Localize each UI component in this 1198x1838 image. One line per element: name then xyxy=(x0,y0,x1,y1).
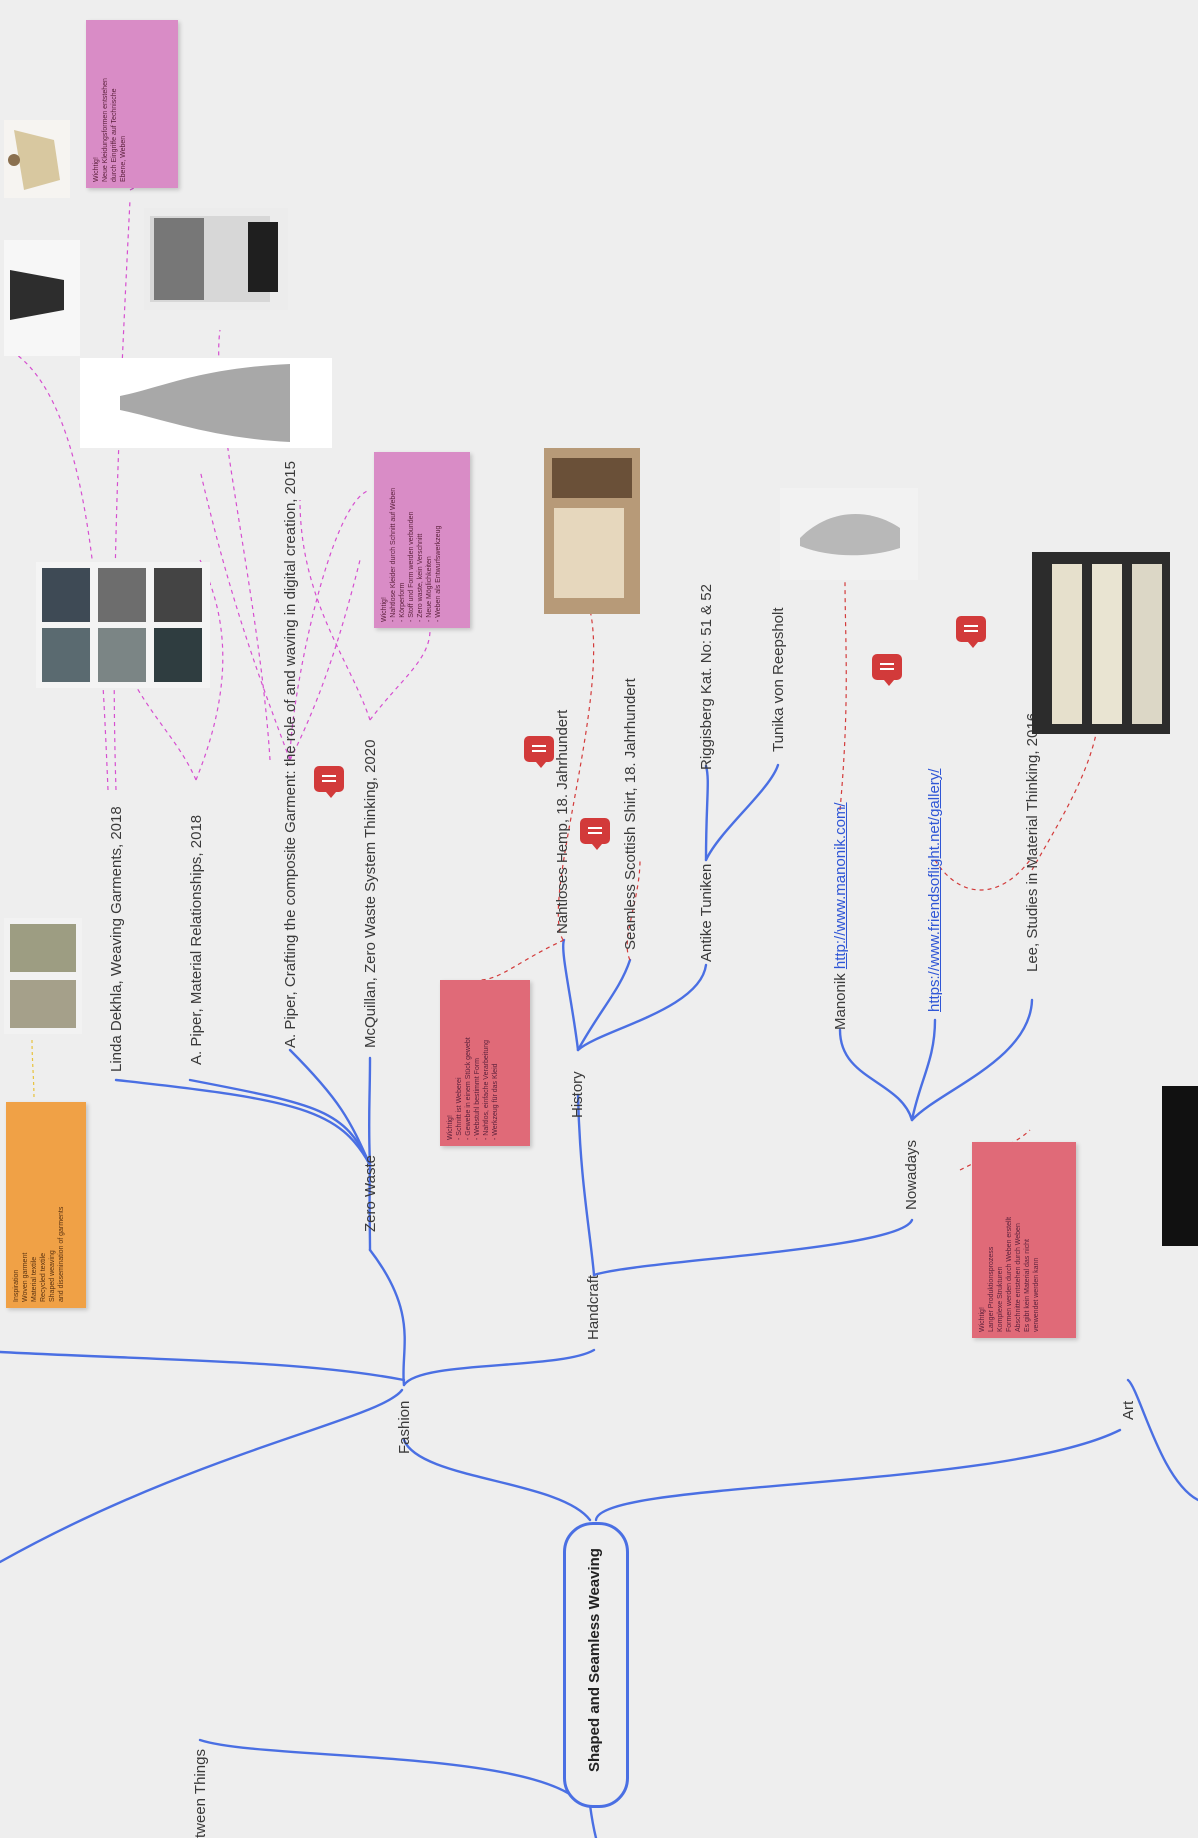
branch-zero-waste[interactable]: Zero Waste xyxy=(362,1155,379,1232)
sticky-note-text: Inspiration Woven garment Material texti… xyxy=(13,1206,65,1302)
sticky-note-text: Wichtig! Langer Produktionsprozess Kompl… xyxy=(979,1216,1040,1332)
branch-handcraft[interactable]: Handcraft xyxy=(585,1274,602,1340)
comment-icon[interactable] xyxy=(956,616,986,648)
comment-icon[interactable] xyxy=(872,654,902,686)
garment-image xyxy=(10,924,76,1028)
comment-icon[interactable] xyxy=(314,766,344,798)
photo-garment-cream[interactable] xyxy=(4,120,70,198)
garment-image xyxy=(10,270,64,320)
item-riggisberg[interactable]: Riggisberg Kat. No: 51 & 52 xyxy=(698,584,715,770)
garment-image xyxy=(800,514,900,556)
branch-nowadays[interactable]: Nowadays xyxy=(903,1139,920,1210)
photo-garment-dark[interactable] xyxy=(4,240,80,356)
sticky-note-orange[interactable]: Inspiration Woven garment Material texti… xyxy=(6,1102,86,1308)
garment-image xyxy=(8,130,60,190)
sticky-note-text: Wichtig! Neue Kleidungsformen entstehen … xyxy=(93,78,127,182)
sticky-note-text: Wichtig! - Nahtlose Kleider durch Schnit… xyxy=(381,487,442,622)
photo-dark-edge[interactable] xyxy=(1162,1086,1198,1246)
garment-image xyxy=(42,568,202,682)
photo-manonik[interactable] xyxy=(780,488,918,580)
photo-garment-grid[interactable] xyxy=(36,562,210,688)
sticky-note-red-history[interactable]: Wichtig! - Schnitt ist Weberei - Gewebe … xyxy=(440,980,530,1146)
sticky-note-pink-mid[interactable]: Wichtig! - Nahtlose Kleider durch Schnit… xyxy=(374,452,470,628)
comment-icon[interactable] xyxy=(524,736,554,768)
item-lee[interactable]: Lee, Studies in Material Thinking, 2016 xyxy=(1024,712,1041,972)
photo-knit-garment[interactable] xyxy=(144,208,288,310)
photo-lee-documents[interactable] xyxy=(1032,552,1170,734)
branch-history[interactable]: History xyxy=(569,1071,586,1118)
sticky-note-pink-top[interactable]: Wichtig! Neue Kleidungsformen entstehen … xyxy=(86,20,178,188)
comment-icon[interactable] xyxy=(580,818,610,850)
photo-long-dress[interactable] xyxy=(80,358,332,448)
friendsoflight-link[interactable]: https://www.friendsoflight.net/gallery/ xyxy=(926,768,943,1012)
item-antike-tuniken[interactable]: Antike Tuniken xyxy=(698,863,715,962)
photo-historic-loom[interactable] xyxy=(544,448,640,614)
item-piper-2018[interactable]: A. Piper, Material Relationships, 2018 xyxy=(188,814,205,1065)
item-dekhla[interactable]: Linda Dekhla, Weaving Garments, 2018 xyxy=(108,806,125,1072)
branch-art[interactable]: Art xyxy=(1120,1400,1137,1420)
root-node[interactable] xyxy=(563,1522,629,1808)
sticky-note-red-nowadays[interactable]: Wichtig! Langer Produktionsprozess Kompl… xyxy=(972,1142,1076,1338)
sticky-note-text: Wichtig! - Schnitt ist Weberei - Gewebe … xyxy=(447,1037,499,1140)
manonik-label: Manonik xyxy=(832,973,849,1030)
item-nahtloses-hemp[interactable]: Nahtloses Hemp, 18. Jahrhundert xyxy=(554,709,571,934)
item-manonik[interactable]: Manonik http://www.manonik.com/ xyxy=(832,802,849,1030)
item-tunika-reepsholt[interactable]: Tunika von Reepsholt xyxy=(770,607,787,752)
garment-image xyxy=(552,458,632,598)
item-piper-2015[interactable]: A. Piper, Crafting the composite Garment… xyxy=(282,461,299,1048)
photo-garment-khaki[interactable] xyxy=(4,918,82,1034)
manonik-link[interactable]: http://www.manonik.com/ xyxy=(832,802,849,970)
root-label: Shaped and Seamless Weaving xyxy=(586,1548,603,1772)
item-scottish-shirt[interactable]: Seamless Scottish Shirt, 18. Jahrhundert xyxy=(622,678,639,950)
garment-image xyxy=(120,364,290,442)
branch-fashion[interactable]: Fashion xyxy=(396,1400,413,1454)
garment-image xyxy=(150,216,278,302)
garment-image xyxy=(1052,564,1162,724)
branch-between-things[interactable]: tween Things xyxy=(192,1749,209,1838)
item-mcquillan[interactable]: McQuillan, Zero Waste System Thinking, 2… xyxy=(362,739,379,1048)
